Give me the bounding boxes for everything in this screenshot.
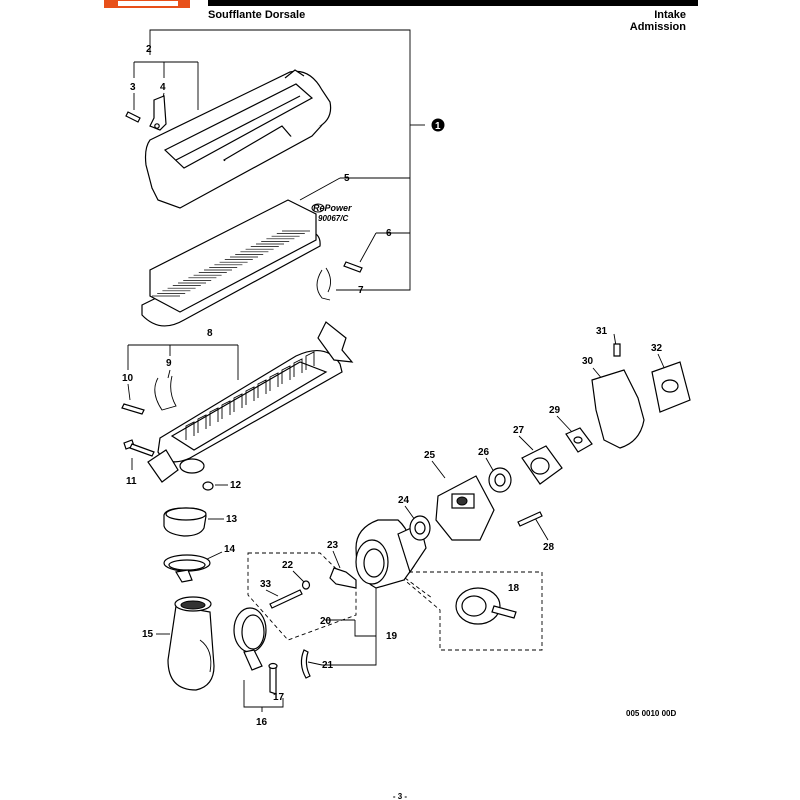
page-title: Soufflante Dorsale — [208, 9, 306, 21]
base-rib — [293, 358, 303, 377]
callout-21: 21 — [322, 660, 334, 671]
callout-10: 10 — [122, 373, 134, 384]
callout-18: 18 — [508, 583, 520, 594]
base-rib — [197, 414, 207, 433]
gasket-29 — [565, 427, 593, 453]
callout-6: 6 — [386, 228, 392, 239]
callout-23: 23 — [327, 540, 339, 551]
callout-19: 19 — [386, 631, 398, 642]
filter-pin-and-spring — [316, 261, 363, 301]
intake-elbow — [167, 596, 215, 691]
screw-31 — [613, 343, 621, 357]
header-bar — [208, 0, 698, 6]
callout-28: 28 — [543, 542, 555, 553]
callout-9: 9 — [166, 358, 172, 369]
section-title: Intake Admission — [630, 9, 686, 33]
gasket-plate — [651, 361, 691, 413]
callout-27: 27 — [513, 425, 525, 436]
bolt-and-nut — [123, 439, 214, 491]
callout-2: 2 — [146, 44, 152, 55]
callout-24: 24 — [398, 495, 410, 506]
base-rib — [305, 351, 315, 370]
air-filter-cover — [144, 69, 332, 209]
mount-bracket — [329, 567, 357, 589]
page-number: - 3 - — [392, 792, 408, 800]
callout-17: 17 — [273, 692, 285, 703]
base-rib — [245, 386, 255, 405]
brand-logo — [104, 0, 190, 8]
seal-segment — [300, 649, 311, 679]
callout-29: 29 — [549, 405, 561, 416]
clamp-ring — [233, 607, 278, 695]
callout-1-label: 1 — [435, 121, 441, 132]
repower-brand-text: RePower — [313, 203, 352, 213]
base-rib — [233, 393, 243, 412]
callout-26: 26 — [478, 447, 490, 458]
hose-clamp — [163, 554, 211, 583]
base-spring-and-pin — [121, 375, 177, 415]
callout-31: 31 — [596, 326, 608, 337]
bolt-28 — [517, 511, 543, 527]
base-rib — [269, 372, 279, 391]
section-title-en: Intake — [654, 9, 686, 21]
repower-code-text: 90067/C — [318, 214, 348, 223]
callout-1: 1 — [431, 118, 445, 132]
air-filter-element — [141, 199, 321, 327]
base-rib — [257, 379, 267, 398]
callout-7: 7 — [358, 285, 364, 296]
repower-label: RePower 90067/C — [311, 203, 352, 223]
callout-32: 32 — [651, 343, 663, 354]
leader-lines — [127, 29, 667, 712]
callout-8: 8 — [207, 328, 213, 339]
callout-12: 12 — [230, 480, 242, 491]
callout-30: 30 — [582, 356, 594, 367]
screws-group — [269, 580, 311, 609]
callout-15: 15 — [142, 629, 154, 640]
callout-4: 4 — [160, 82, 166, 93]
rotor-disc — [455, 587, 517, 625]
cover-screw-and-clip — [125, 95, 167, 131]
callout-16: 16 — [256, 717, 268, 728]
section-title-fr: Admission — [629, 21, 686, 33]
callout-25: 25 — [424, 450, 436, 461]
rubber-sleeve — [163, 507, 207, 537]
callout-11: 11 — [126, 476, 137, 487]
gasket-24 — [409, 515, 431, 541]
callout-14: 14 — [224, 544, 236, 555]
carburetor — [435, 475, 495, 541]
callout-5: 5 — [344, 173, 350, 184]
drawing-code: 005 0010 00D — [626, 709, 677, 718]
callout-3: 3 — [130, 82, 136, 93]
gasket-26 — [488, 467, 512, 493]
callout-22: 22 — [282, 560, 294, 571]
heat-shield — [591, 369, 645, 449]
base-rib — [221, 400, 231, 419]
air-filter-base — [147, 321, 354, 483]
callout-13: 13 — [226, 514, 238, 525]
callout-numbers: 2 3 4 5 6 7 8 9 10 11 12 13 14 15 16 17 … — [122, 44, 663, 728]
callout-33: 33 — [260, 579, 272, 590]
base-rib — [209, 407, 219, 426]
callout-20: 20 — [320, 616, 332, 627]
base-rib — [281, 365, 291, 384]
base-rib — [185, 421, 195, 440]
insulator — [521, 445, 563, 485]
